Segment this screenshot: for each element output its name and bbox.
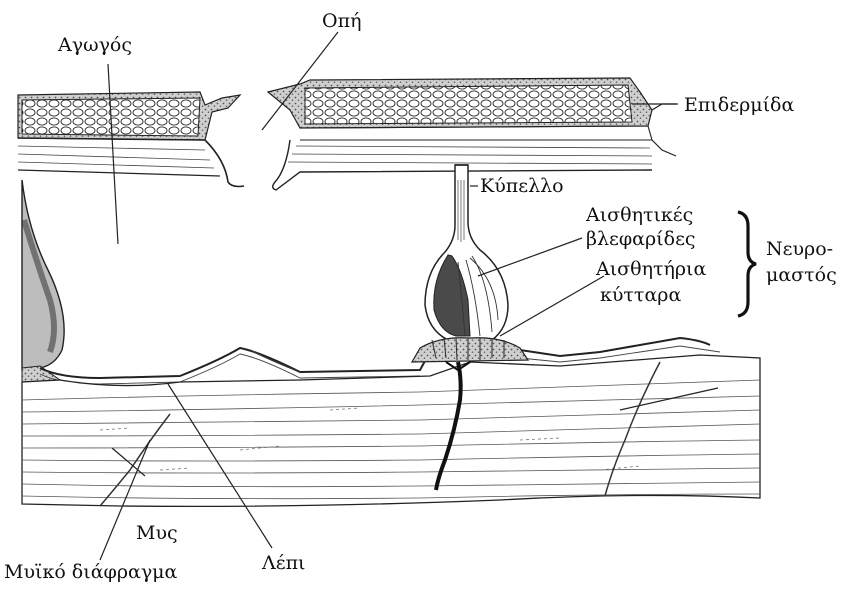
label-sensory-cells-line1: Αισθητήρια (596, 258, 706, 280)
label-muscle: Μυς (136, 522, 178, 544)
label-neuromast-line1: Νευρο- (766, 238, 833, 260)
leader-sensory-hairs (478, 238, 582, 276)
label-duct: Αγωγός (58, 34, 132, 56)
epidermis-left (18, 92, 244, 187)
left-canal-wall (22, 180, 64, 382)
label-neuromast-line2: μαστός (766, 264, 837, 286)
label-epidermis: Επιδερμίδα (684, 94, 794, 116)
leader-duct (108, 64, 118, 244)
epidermis-right (268, 78, 676, 190)
label-pore: Οπή (322, 10, 361, 32)
label-cupula: Κύπελλο (480, 175, 564, 197)
label-myoseptum: Μυϊκό διάφραγμα (4, 561, 177, 583)
leader-sensory-cells (500, 276, 604, 336)
neuromast-brace (738, 212, 756, 316)
label-scale: Λέπι (262, 552, 306, 574)
label-sensory-hairs-line1: Αισθητικές (586, 204, 693, 226)
label-sensory-cells-line2: κύτταρα (600, 284, 681, 306)
label-sensory-hairs-line2: βλεφαρίδες (586, 228, 696, 250)
